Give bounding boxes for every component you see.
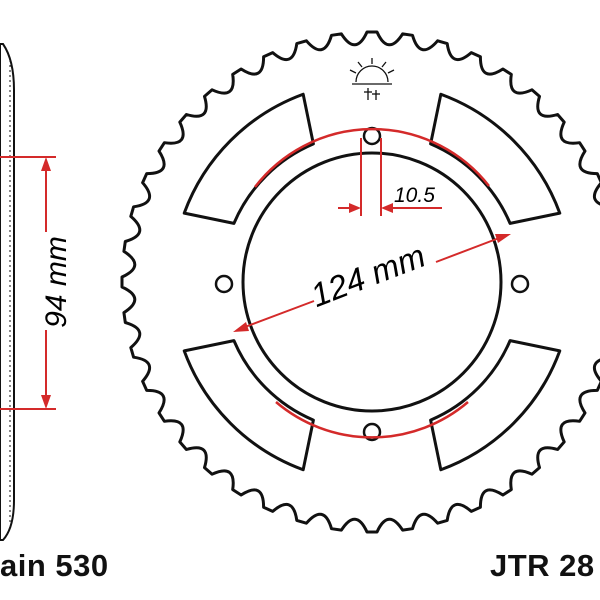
- bolt-hole-dimension: [338, 138, 442, 216]
- pcd-dimension: [233, 234, 511, 332]
- height-dimension: [0, 156, 56, 410]
- bolt-hole-bottom: [362, 422, 382, 442]
- sprocket-outline: [120, 30, 600, 534]
- window-bottom-right: [429, 339, 562, 472]
- bolt-hole-label: 10.5: [394, 184, 435, 207]
- jt-sun-logo: [349, 58, 395, 100]
- center-bore: [241, 151, 503, 413]
- pcd-circle: [254, 127, 490, 439]
- height-label: 94 mm: [40, 236, 73, 328]
- chain-size-caption: ain 530: [0, 548, 109, 583]
- bolt-hole-left: [214, 274, 234, 294]
- window-bottom-left: [182, 339, 315, 472]
- bolt-hole-right: [510, 274, 530, 294]
- pcd-label: 124 mm: [306, 237, 431, 314]
- side-profile: [0, 43, 15, 541]
- window-top-right: [429, 92, 562, 225]
- bolt-holes: [214, 126, 530, 442]
- part-number-caption: JTR 28: [490, 548, 595, 583]
